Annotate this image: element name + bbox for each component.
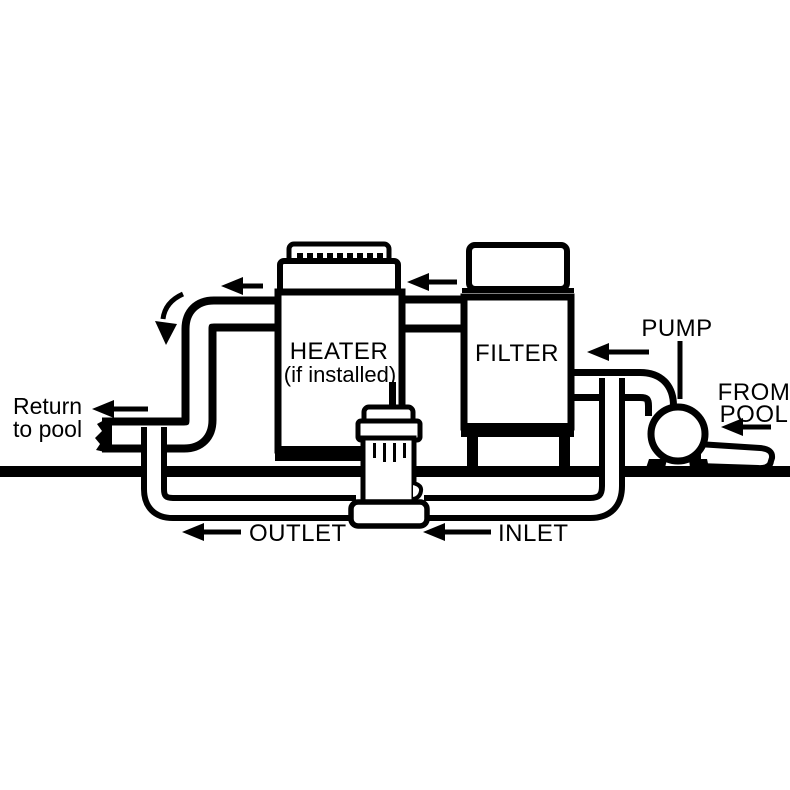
heater-vent-fins	[297, 253, 383, 262]
inlet-pipe	[424, 378, 625, 521]
filter-stand-left	[467, 437, 478, 470]
return-pipe-bore	[112, 304, 290, 445]
return-pipe	[95, 296, 290, 453]
outlet-flow-arrow	[182, 523, 241, 541]
chlorinator-body	[360, 435, 417, 509]
pump-base	[643, 459, 711, 477]
outlet-label: OUTLET	[249, 520, 347, 547]
suction-pipe	[695, 440, 776, 472]
filter-stand-right	[559, 437, 570, 470]
from-pool-label-line2: POOL	[720, 401, 789, 428]
chlorinator-fitting-nub	[412, 481, 424, 501]
return-flow-arrow	[92, 400, 148, 418]
heater-outlet-flow-arrow	[221, 277, 263, 295]
pump-body	[647, 403, 709, 465]
outlet-pipe	[141, 427, 356, 521]
chlorinator-union	[348, 499, 430, 529]
filter-label: FILTER	[475, 340, 559, 367]
chlorinator-unit	[348, 382, 430, 529]
from-pool-label-line1: FROM	[718, 379, 790, 406]
filter-to-heater-flow-arrow	[407, 273, 457, 291]
heater-note-label: (if installed)	[284, 362, 396, 387]
pump-to-filter-flow-arrow	[587, 343, 649, 361]
filter-base-band	[461, 423, 574, 437]
heater-outlet-bend-flow-arrow	[155, 291, 185, 345]
filter-lid	[466, 242, 570, 292]
chlorinator-body-ribs	[373, 443, 406, 462]
pump-discharge-pipe	[566, 369, 677, 416]
inlet-pipe-bore	[424, 378, 619, 515]
outlet-pipe-bore	[147, 427, 356, 515]
inlet-flow-arrow	[423, 523, 491, 541]
return-to-pool-label-line2: to pool	[13, 416, 82, 442]
pump-foot-left	[643, 459, 667, 477]
return-to-pool-label-line1: Return	[13, 393, 82, 419]
broken-pipe-end	[95, 419, 106, 452]
heater-unit: HEATER (if installed)	[274, 241, 406, 461]
inlet-label: INLET	[498, 520, 569, 547]
pump-discharge-pipe-bore	[566, 376, 670, 416]
from-pool-flow-arrow	[721, 418, 771, 436]
heater-label: HEATER	[290, 338, 389, 365]
pump-foot-right	[689, 459, 711, 477]
pump-label: PUMP	[641, 315, 712, 342]
filter-unit: FILTER	[460, 242, 575, 470]
chlorinator-feed-line	[389, 382, 396, 410]
filter-lid-seam	[462, 288, 574, 293]
